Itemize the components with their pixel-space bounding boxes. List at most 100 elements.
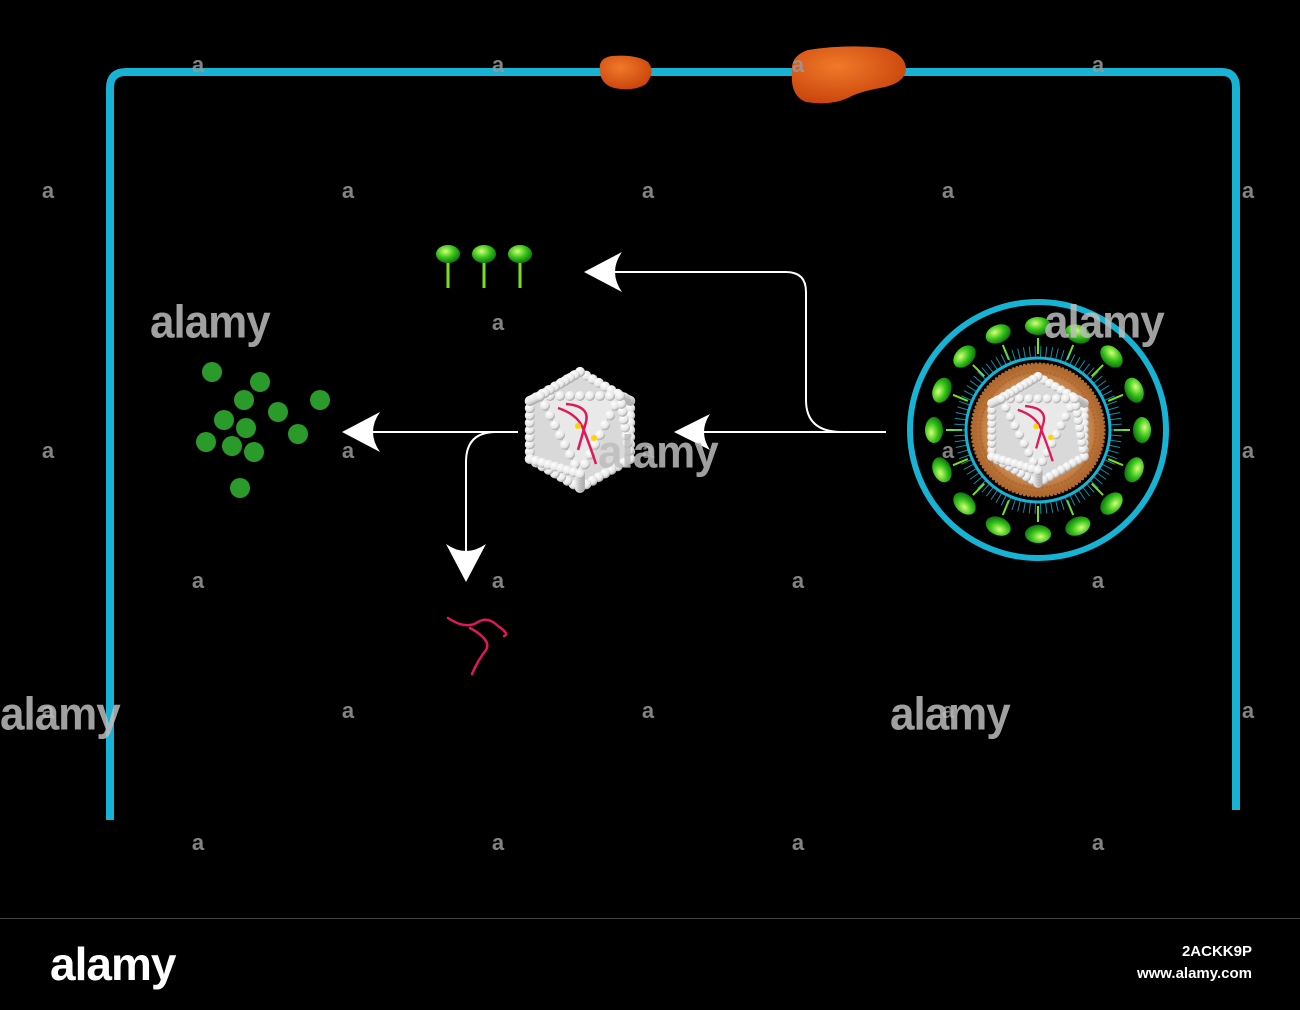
matrix-dot: [1009, 484, 1012, 487]
matrix-dot: [1001, 484, 1004, 487]
capsid-bead: [565, 391, 575, 401]
matrix-dot: [980, 442, 983, 445]
matrix-dot: [978, 426, 981, 429]
watermark-mark: a: [942, 438, 955, 463]
capsid-bead: [555, 430, 565, 440]
capsid-bead: [585, 391, 595, 401]
matrix-dot: [970, 428, 973, 431]
matrix-dot: [1097, 455, 1100, 458]
watermark-mark: a: [642, 178, 655, 203]
matrix-dot: [1076, 470, 1079, 473]
matrix-dot: [1090, 451, 1093, 454]
matrix-dot: [977, 446, 980, 449]
matrix-dot: [978, 430, 981, 433]
matrix-dot: [1001, 383, 1004, 386]
matrix-dot: [979, 434, 982, 437]
matrix-dot: [980, 415, 983, 418]
matrix-dot: [1073, 384, 1076, 387]
matrix-dot: [1016, 487, 1019, 490]
matrix-dot: [1011, 376, 1014, 379]
matrix-dot: [1072, 373, 1075, 376]
matrix-dot: [1092, 413, 1095, 416]
matrix-dot: [1030, 486, 1033, 489]
matrix-dot: [1094, 425, 1097, 428]
matrix-dot: [995, 480, 998, 483]
virion-spike-head: [925, 417, 943, 443]
capsid-enzyme: [591, 435, 597, 441]
matrix-dot: [1094, 428, 1097, 431]
matrix-dot: [1047, 367, 1050, 370]
matrix-dot: [1094, 436, 1097, 439]
matrix-dot: [992, 380, 995, 383]
matrix-dot: [995, 377, 998, 380]
matrix-dot: [1046, 363, 1049, 366]
capsid-bead: [545, 411, 555, 421]
matrix-dot: [978, 407, 981, 410]
matrix-dot: [979, 423, 982, 426]
matrix-dot: [1098, 432, 1101, 435]
matrix-dot: [984, 453, 987, 456]
matrix-dot: [1101, 417, 1104, 420]
matrix-dot: [992, 391, 995, 394]
matrix-dot: [1057, 483, 1060, 486]
matrix-dot: [981, 446, 984, 449]
matrix-dot: [1034, 362, 1037, 365]
capsid-bead: [1038, 457, 1047, 466]
matrix-dot: [990, 394, 993, 397]
matrix-dot: [1072, 479, 1075, 482]
matrix-dot: [1053, 373, 1056, 376]
matrix-dot: [998, 375, 1001, 378]
matrix-dot: [998, 385, 1001, 388]
matrix-dot: [1028, 490, 1031, 493]
matrix-dot: [1002, 377, 1005, 380]
matrix-dot: [980, 462, 983, 465]
matrix-dot: [1008, 369, 1011, 372]
watermark-mark: a: [1242, 178, 1255, 203]
matrix-dot: [1096, 444, 1099, 447]
matrix-dot: [1075, 482, 1078, 485]
matrix-dot: [982, 392, 985, 395]
matrix-dot: [1018, 373, 1021, 376]
matrix-dot: [1022, 485, 1025, 488]
matrix-dot: [1005, 486, 1008, 489]
matrix-dot: [1092, 402, 1095, 405]
matrix-dot: [975, 405, 978, 408]
matrix-dot: [981, 457, 984, 460]
matrix-dot: [1084, 468, 1087, 471]
matrix-dot: [1086, 465, 1089, 468]
matrix-dot: [1094, 451, 1097, 454]
matrix-dot: [971, 417, 974, 420]
matrix-dot: [1081, 386, 1084, 389]
watermark-mark: a: [192, 52, 205, 77]
matrix-dot: [1015, 491, 1018, 494]
footer-logo: alamy: [50, 937, 175, 991]
matrix-dot: [998, 472, 1001, 475]
matrix-dot: [1069, 481, 1072, 484]
matrix-dot: [975, 423, 978, 426]
matrix-dot: [1095, 459, 1098, 462]
matrix-dot: [1072, 378, 1075, 381]
watermark-mark: a: [42, 438, 55, 463]
matrix-dot: [982, 465, 985, 468]
matrix-dot: [1065, 369, 1068, 372]
matrix-dot: [1005, 375, 1008, 378]
watermark-brand: alamy: [890, 689, 1010, 742]
matrix-dot: [996, 475, 999, 478]
matrix-dot: [1079, 474, 1082, 477]
matrix-dot: [1001, 474, 1004, 477]
matrix-dot: [1086, 392, 1089, 395]
matrix-dot: [975, 419, 978, 422]
matrix-dot: [1066, 483, 1069, 486]
capsid-bead: [595, 391, 605, 401]
watermark-mark: a: [792, 52, 805, 77]
matrix-dot: [1091, 465, 1094, 468]
matrix-dot: [976, 402, 979, 405]
matrix-dot: [1004, 380, 1007, 383]
capsid-bead: [997, 394, 1006, 403]
watermark-brand: alamy: [1044, 297, 1164, 350]
matrix-dot: [1028, 367, 1031, 370]
matrix-dot: [1091, 392, 1094, 395]
matrix-dot: [993, 384, 996, 387]
capsid-bead: [1061, 394, 1070, 403]
matrix-dot: [1027, 494, 1030, 497]
